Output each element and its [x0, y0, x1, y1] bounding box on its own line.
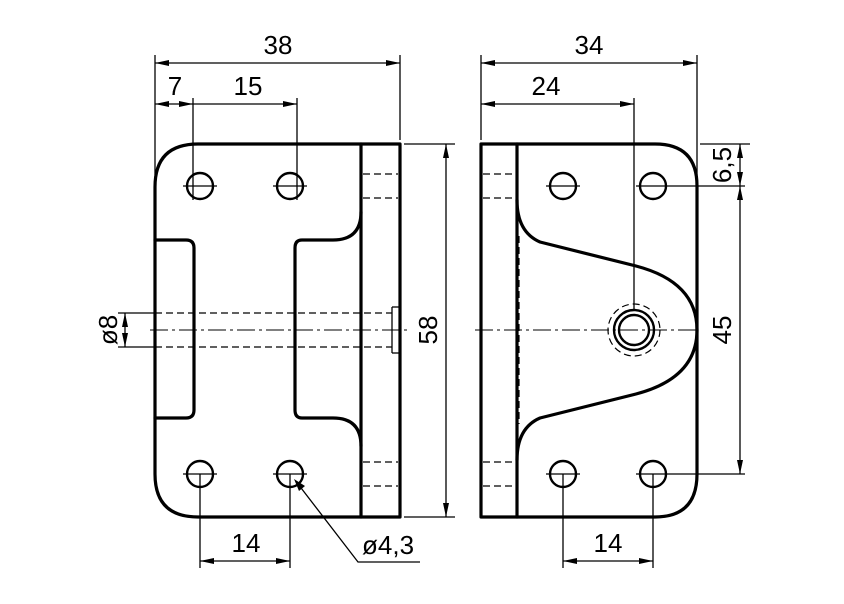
left-view: 38 7 15 14 58 ø8 ø4,3	[93, 30, 455, 568]
dim-45-text: 45	[707, 316, 737, 345]
left-notch	[153, 238, 196, 420]
dim-6-5-arrow-bottom	[737, 172, 743, 186]
right-lobe	[515, 198, 699, 462]
left-channel	[293, 210, 363, 448]
dim-7-text: 7	[168, 71, 182, 101]
leader-hole	[297, 483, 420, 563]
dim-58-text: 58	[413, 316, 443, 345]
dim-38-text: 38	[264, 30, 293, 60]
dim-6-5-text: 6,5	[707, 147, 737, 183]
left-view-outline	[153, 142, 402, 519]
dim-34-text: 34	[575, 30, 604, 60]
dim-6-5-arrow-top	[737, 144, 743, 158]
dim-hole-text: ø4,3	[362, 530, 414, 560]
dim-24-text: 24	[532, 71, 561, 101]
dim-15-text: 15	[234, 71, 263, 101]
dim-14-right-text: 14	[594, 528, 623, 558]
dim-8-text: ø8	[93, 315, 123, 345]
dim-14-text: 14	[232, 528, 261, 558]
leader-arrow	[294, 479, 305, 491]
right-view: 34 24 14 45 6,5	[475, 30, 750, 568]
right-pin-inner	[617, 313, 651, 347]
